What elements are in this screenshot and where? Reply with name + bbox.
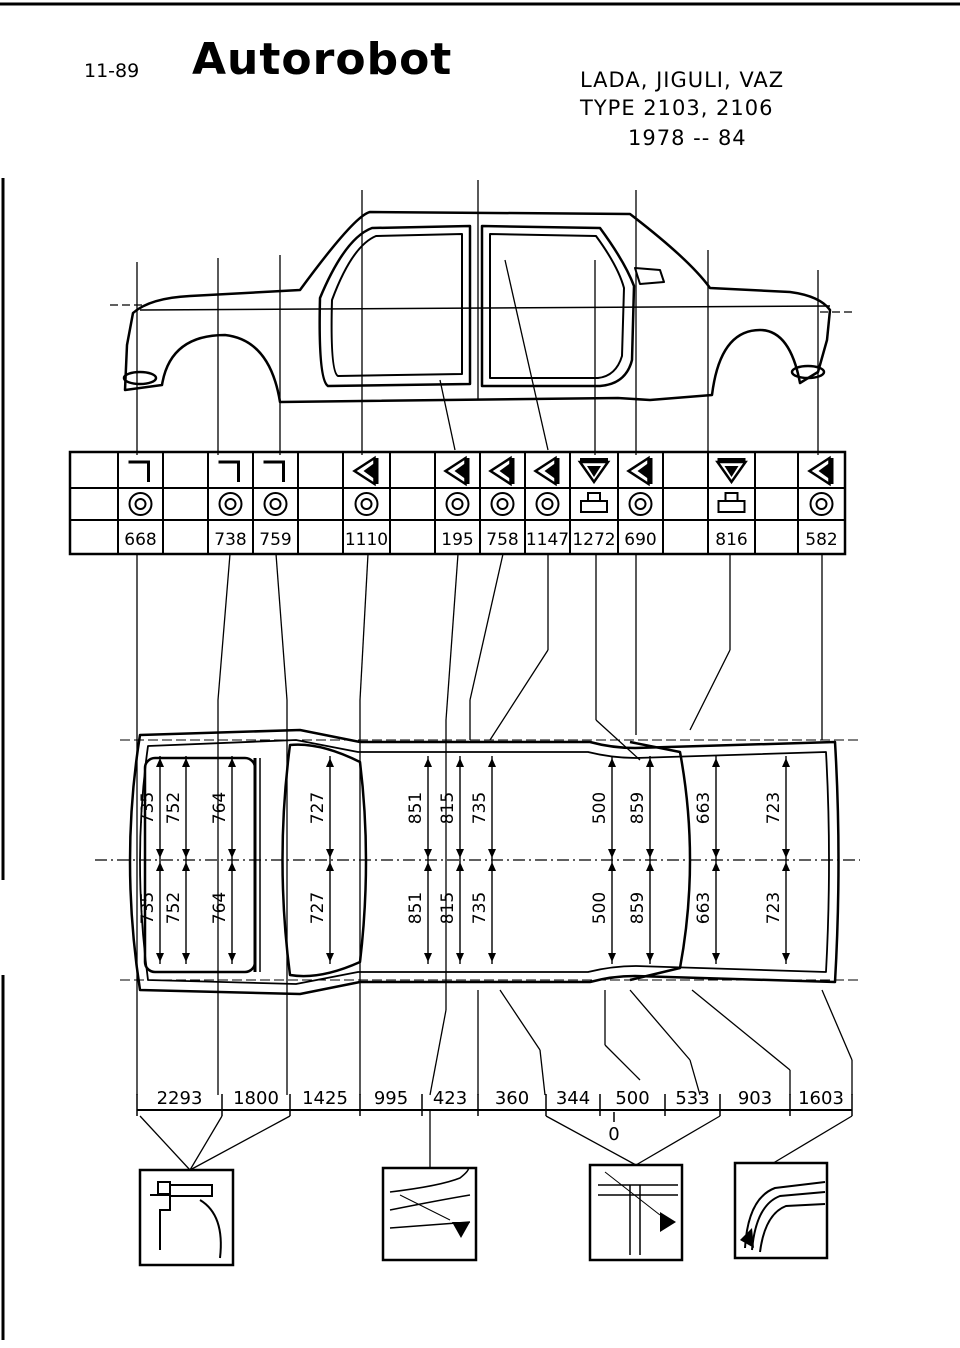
plan-dimension-lower: 764 (210, 892, 230, 924)
rear-window (318, 224, 472, 388)
plan-dimension-lower: 663 (694, 892, 714, 924)
quarter-vent (634, 267, 665, 285)
table-value: 738 (214, 530, 246, 550)
plan-dimension-upper: 752 (164, 792, 184, 824)
rear-window-inner (330, 233, 463, 377)
ring-adapter-icon (535, 492, 560, 516)
table-value: 668 (124, 530, 156, 550)
plan-dimension-lower: 735 (138, 892, 158, 924)
ring-adapter-icon (628, 492, 653, 516)
ring-adapter-icon (354, 492, 379, 516)
table-leader-lines (136, 553, 823, 1095)
model-line-2: TYPE 2103, 2106 (580, 96, 774, 120)
front-window-inner (489, 233, 625, 379)
table-value: 1272 (572, 530, 615, 550)
ring-adapter-icon (809, 492, 834, 516)
angle-bracket-icon (128, 460, 150, 482)
ring-adapter-icon (218, 492, 243, 516)
page-code: 11-89 (84, 60, 140, 82)
ring-adapter-icon (263, 492, 288, 516)
crossmember-detail-icon (588, 1163, 684, 1262)
plan-dimension-upper: 723 (764, 792, 784, 824)
plan-dimension-upper: 727 (308, 792, 328, 824)
model-line-3: 1978 -- 84 (628, 126, 747, 150)
plan-dimension-upper: 764 (210, 792, 230, 824)
plan-dimension-lower: 859 (628, 892, 648, 924)
plan-dimension-lower: 735 (470, 892, 490, 924)
plan-dimension-upper: 735 (138, 792, 158, 824)
table-value: 195 (441, 530, 473, 550)
ring-adapter-icon (128, 492, 153, 516)
table-value: 582 (805, 530, 837, 550)
scale-label: 500 (615, 1088, 649, 1109)
trunk-panel (143, 756, 257, 974)
table-value: 816 (715, 530, 747, 550)
plan-dimension-lower: 727 (308, 892, 328, 924)
plan-dimension-lower: 500 (590, 892, 610, 924)
detail-leader-lines (139, 1110, 853, 1171)
scale-label: 903 (738, 1088, 772, 1109)
angle-bracket-icon (218, 460, 240, 482)
scale-label: 2293 (157, 1088, 203, 1109)
table-value: 1110 (345, 530, 388, 550)
plan-view (128, 728, 840, 996)
ring-adapter-icon (490, 492, 515, 516)
angle-bracket-icon (263, 460, 285, 482)
scale-label: 533 (675, 1088, 709, 1109)
scale-label: 995 (374, 1088, 408, 1109)
plan-dimension-upper: 735 (470, 792, 490, 824)
plan-dimension-lower: 851 (406, 892, 426, 924)
rear-bumper (122, 370, 158, 386)
plan-dimension-upper: 500 (590, 792, 610, 824)
bottom-scale: 2293 1800 1425 995 423 360 344 500 533 903 1603 0 (136, 1088, 853, 1145)
windshield-plan (629, 740, 692, 982)
sill-detail-icon (381, 1166, 478, 1262)
rear-sill-detail-icon (733, 1161, 829, 1260)
clamp-detail-icon (138, 1168, 235, 1267)
cone-holder-icon (626, 455, 653, 487)
front-bumper (790, 364, 826, 380)
plan-dimension-lower: 815 (438, 892, 458, 924)
table-value: 758 (486, 530, 518, 550)
table-value: 759 (259, 530, 291, 550)
table-value: 1147 (526, 530, 569, 550)
plan-dimension-lower: 752 (164, 892, 184, 924)
cone-holder-icon (488, 455, 515, 487)
down-cone-icon (577, 458, 611, 485)
plan-dimension-upper: 815 (438, 792, 458, 824)
cone-holder-icon (443, 455, 470, 487)
scale-label: 1603 (798, 1088, 844, 1109)
cone-holder-icon (352, 455, 379, 487)
scale-leader-lines (429, 989, 853, 1096)
block-adapter-icon (717, 492, 746, 513)
ring-adapter-icon (445, 492, 470, 516)
front-window (480, 224, 636, 388)
plan-dimension-upper: 663 (694, 792, 714, 824)
model-line-1: LADA, JIGULI, VAZ (580, 68, 785, 92)
side-leader-lines (110, 180, 855, 455)
cone-holder-icon (533, 455, 560, 487)
brand-title: Autorobot (192, 34, 453, 85)
plan-dimension-upper: 851 (406, 792, 426, 824)
scale-label: 423 (433, 1088, 467, 1109)
plan-inner-outline (139, 739, 830, 985)
plan-dimension-upper: 859 (628, 792, 648, 824)
plan-outline (128, 728, 840, 996)
scale-label: 1425 (302, 1088, 348, 1109)
car-side-view (122, 210, 832, 404)
down-cone-icon (715, 458, 748, 485)
table-value: 690 (624, 530, 656, 550)
plan-dimension-lower: 723 (764, 892, 784, 924)
scale-label: 344 (556, 1088, 590, 1109)
cone-holder-icon (807, 455, 834, 487)
zero-label: 0 (608, 1124, 619, 1145)
scale-label: 1800 (233, 1088, 279, 1109)
block-adapter-icon (580, 492, 608, 513)
scale-label: 360 (495, 1088, 529, 1109)
